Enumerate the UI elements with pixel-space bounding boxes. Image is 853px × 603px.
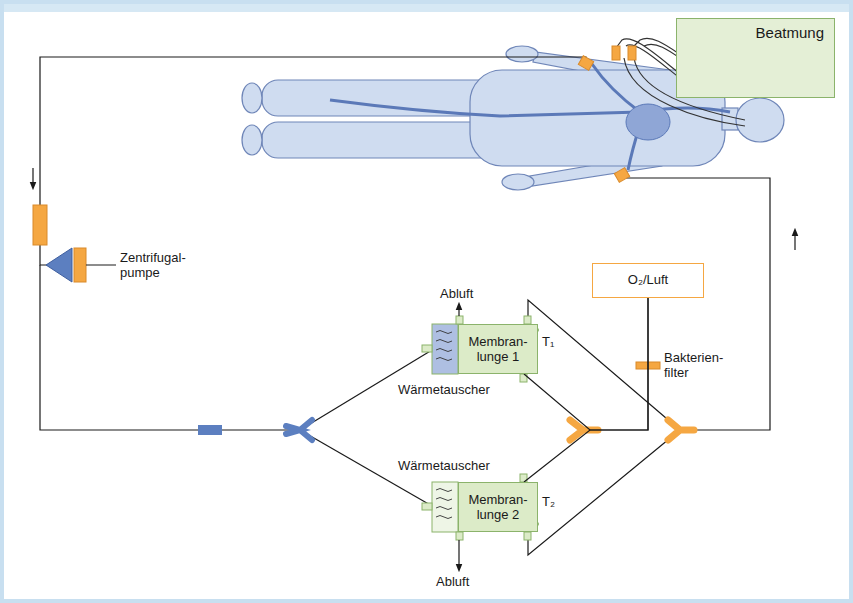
heat-exchanger — [432, 482, 458, 532]
flow-arrow — [32, 168, 33, 186]
circuit-line — [40, 57, 770, 555]
exhaust-label: Abluft — [436, 574, 496, 589]
temperature-label: T₁ — [542, 334, 566, 349]
part-label: Bakterien- filter — [664, 350, 734, 380]
ventilator-box: Beatmung — [676, 18, 835, 98]
exhaust-arrow — [458, 540, 459, 568]
tube-connector — [612, 46, 620, 60]
exhaust-label: Abluft — [440, 286, 500, 301]
node-label: O₂/Luft — [599, 272, 697, 287]
circuit-connector — [33, 205, 47, 245]
part-label: Wärmetauscher — [398, 458, 508, 473]
heat-exchanger-coil — [436, 331, 452, 519]
membrane-lung: Membran- lunge 2 — [458, 482, 538, 532]
circuit-connector — [198, 425, 222, 435]
heart — [626, 104, 670, 140]
vessels — [330, 64, 730, 170]
part-label: Zentrifugal- pumpe — [120, 250, 210, 280]
heat-exchanger — [432, 324, 458, 374]
part-label: Wärmetauscher — [398, 382, 508, 397]
cannula — [578, 56, 593, 71]
centrifugal-pump — [46, 248, 72, 282]
exhaust-arrow — [458, 306, 459, 316]
membrane-lung: Membran- lunge 1 — [458, 324, 538, 374]
frame-strip — [4, 4, 849, 12]
gas-line — [524, 298, 648, 430]
pump-drive — [74, 248, 86, 282]
temperature-label: T₂ — [542, 494, 566, 509]
node-label: Membran- lunge 1 — [462, 334, 534, 364]
cannula — [614, 168, 629, 183]
y-connector — [668, 420, 694, 440]
leader-line — [86, 265, 116, 266]
gas-line — [524, 298, 648, 482]
flow-arrow — [794, 232, 795, 250]
node-label: Membran- lunge 2 — [462, 492, 534, 522]
gas-supply-box: O₂/Luft — [592, 263, 704, 298]
node-label: Beatmung — [687, 25, 824, 40]
tube-connector — [628, 46, 636, 60]
y-connector — [286, 420, 312, 440]
